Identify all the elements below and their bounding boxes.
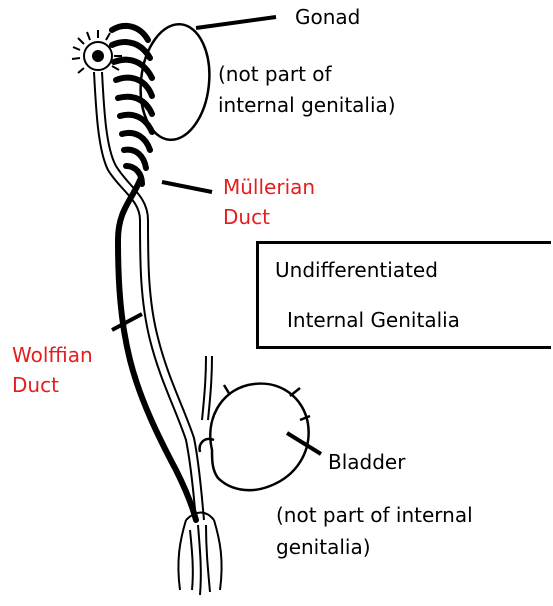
- gonad-note-line1: (not part of: [218, 59, 332, 89]
- fimbriae: [72, 30, 122, 73]
- bladder-note-line1: (not part of internal: [276, 500, 473, 530]
- urogenital-sinus: [178, 513, 221, 596]
- mullerian-pointer: [162, 182, 212, 192]
- wolffian-duct: [118, 180, 196, 520]
- bladder-label: Bladder: [328, 447, 405, 477]
- wolffian-pointer: [112, 314, 142, 330]
- wolffian-label-line2: Duct: [12, 370, 59, 400]
- bladder-note-line2: genitalia): [276, 532, 371, 562]
- title-box-line2: Internal Genitalia: [287, 305, 460, 335]
- mullerian-label-line2: Duct: [223, 202, 270, 232]
- title-box: Undifferentiated Internal Genitalia: [256, 241, 551, 349]
- duct-stems: [202, 356, 212, 420]
- mullerian-duct: [94, 72, 204, 520]
- gonad-pointer: [196, 17, 276, 28]
- wolffian-label-line1: Wolffian: [12, 340, 93, 370]
- gonad-note-line2: internal genitalia): [218, 90, 396, 120]
- mesonephric-tubules: [112, 26, 152, 184]
- mullerian-label-line1: Müllerian: [223, 172, 315, 202]
- title-box-line1: Undifferentiated: [275, 255, 438, 285]
- gonad-label: Gonad: [295, 2, 360, 32]
